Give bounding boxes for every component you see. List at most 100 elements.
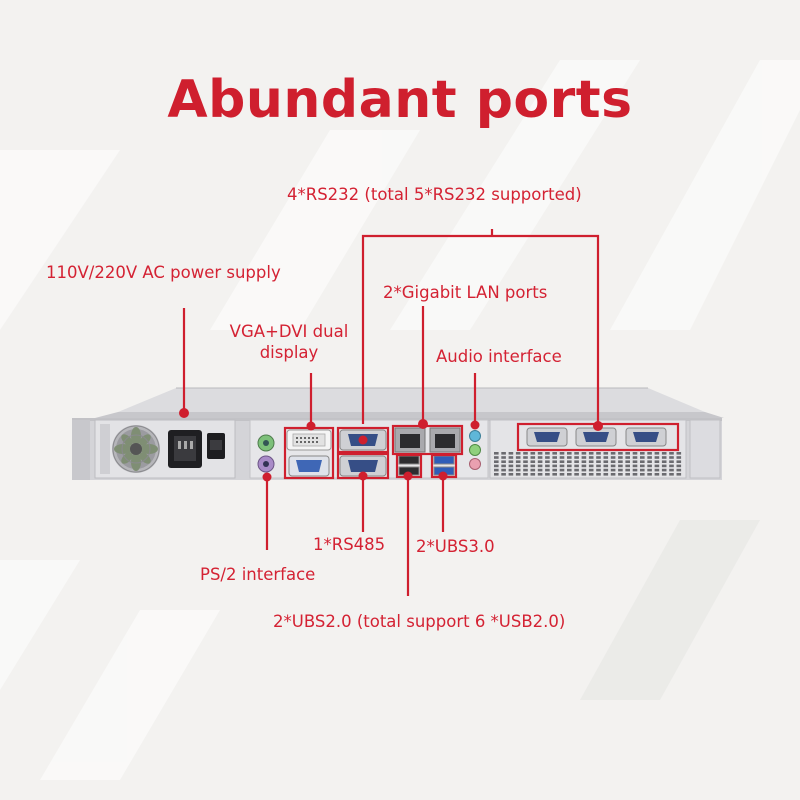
vent-slot xyxy=(661,468,667,472)
vent-slot xyxy=(581,456,587,459)
vent-slot xyxy=(508,452,514,455)
vent-slot xyxy=(508,468,514,472)
vent-slot xyxy=(552,464,557,468)
vent-slot xyxy=(588,456,594,459)
vent-slot xyxy=(610,473,616,476)
vent-slot xyxy=(654,473,660,476)
vent-slot xyxy=(559,468,565,472)
vent-slot xyxy=(647,452,652,455)
vent-slot xyxy=(530,468,536,472)
vent-slot xyxy=(596,468,601,472)
vent-slot xyxy=(588,468,594,472)
vent-slot xyxy=(588,473,594,476)
vent-slot xyxy=(669,473,674,476)
vent-slot xyxy=(508,473,514,476)
vent-slot xyxy=(625,452,630,455)
vent-slot xyxy=(559,456,565,459)
vent-slot xyxy=(523,456,528,459)
vent-slot xyxy=(574,456,579,459)
vent-slot xyxy=(676,468,682,472)
vent-slot xyxy=(647,460,652,463)
vent-slot xyxy=(661,460,667,463)
power-switch-icon xyxy=(207,433,225,459)
vent-slot xyxy=(588,460,594,463)
vent-slot xyxy=(552,473,557,476)
vent-slot xyxy=(545,456,550,459)
vent-slot xyxy=(661,456,667,459)
vent-slot xyxy=(574,464,579,468)
vent-slot xyxy=(581,460,587,463)
vent-slot xyxy=(618,452,623,455)
vent-slot xyxy=(625,468,630,472)
vent-slot xyxy=(581,473,587,476)
vent-slot xyxy=(603,452,609,455)
label-audio-interface: Audio interface xyxy=(436,347,562,366)
label-rs232: 4*RS232 (total 5*RS232 supported) xyxy=(287,185,582,204)
label-usb3: 2*UBS3.0 xyxy=(416,537,495,556)
vent-slot xyxy=(669,464,674,468)
vent-slot xyxy=(537,452,543,455)
vent-slot xyxy=(559,464,565,468)
vent-slot xyxy=(494,473,499,476)
vent-slot xyxy=(552,460,557,463)
vent-slot xyxy=(603,464,609,468)
vent-slot xyxy=(508,456,514,459)
vent-slot xyxy=(640,468,645,472)
vent-slot xyxy=(552,468,557,472)
vent-slot xyxy=(501,473,506,476)
label-usb2: 2*UBS2.0 (total support 6 *USB2.0) xyxy=(273,612,566,631)
vent-slot xyxy=(581,452,587,455)
vent-slot xyxy=(559,473,565,476)
vent-slot xyxy=(669,468,674,472)
vent-slot xyxy=(501,468,506,472)
vent-slot xyxy=(523,452,528,455)
vent-slot xyxy=(545,473,550,476)
vent-slot xyxy=(603,460,609,463)
vent-slot xyxy=(661,452,667,455)
vent-slot xyxy=(640,473,645,476)
vent-slot xyxy=(523,473,528,476)
vent-slot xyxy=(610,468,616,472)
vent-slot xyxy=(654,468,660,472)
vent-slot xyxy=(494,468,499,472)
power-socket-icon xyxy=(168,430,202,468)
vent-slot xyxy=(625,464,630,468)
vent-slot xyxy=(647,456,652,459)
vent-slot xyxy=(515,452,521,455)
vent-slot xyxy=(676,464,682,468)
vent-slot xyxy=(552,452,557,455)
vent-slot xyxy=(545,464,550,468)
label-vga-dvi-line1: VGA+DVI dual xyxy=(229,322,349,341)
label-rs485: 1*RS485 xyxy=(313,535,386,554)
vent-slot xyxy=(567,460,572,463)
vent-slot xyxy=(632,452,638,455)
vent-slot xyxy=(632,464,638,468)
vent-slot xyxy=(530,460,536,463)
vent-slot xyxy=(537,456,543,459)
vent-slot xyxy=(654,452,660,455)
vent-slot xyxy=(632,473,638,476)
vent-slot xyxy=(618,456,623,459)
vent-slot xyxy=(530,464,536,468)
vent-slot xyxy=(501,452,506,455)
vent-slot xyxy=(537,468,543,472)
vent-slot xyxy=(647,464,652,468)
serial-port-icon xyxy=(526,427,667,447)
vent-slot xyxy=(596,473,601,476)
label-vga-dvi-line2: display xyxy=(259,343,319,362)
vent-slot xyxy=(603,473,609,476)
vent-slot xyxy=(559,452,565,455)
vent-slot xyxy=(574,468,579,472)
vent-slot xyxy=(625,456,630,459)
vent-slot xyxy=(494,460,499,463)
vent-slot xyxy=(515,468,521,472)
vent-slot xyxy=(661,464,667,468)
vent-slot xyxy=(654,460,660,463)
vent-slot xyxy=(523,468,528,472)
vent-slot xyxy=(610,456,616,459)
vent-slot xyxy=(610,460,616,463)
vent-slot xyxy=(545,460,550,463)
vent-slot xyxy=(494,456,499,459)
